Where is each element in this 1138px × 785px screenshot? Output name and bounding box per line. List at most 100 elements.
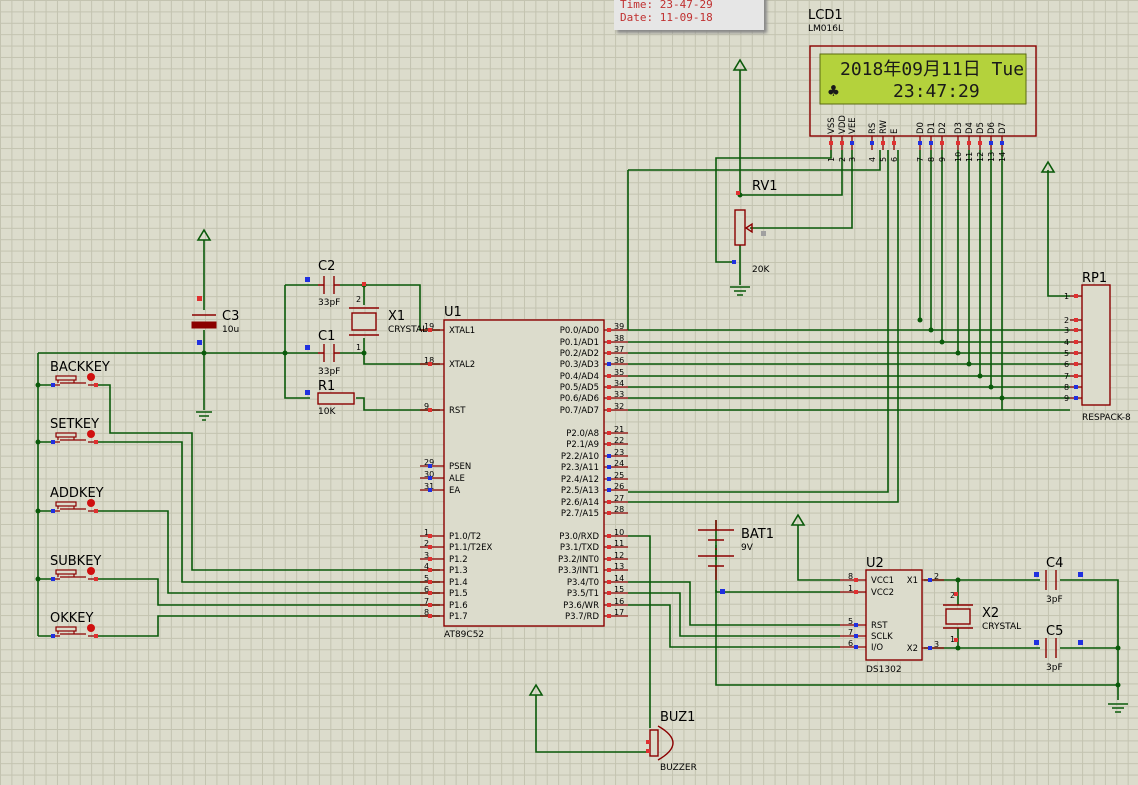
r1-resistor[interactable] xyxy=(305,390,355,405)
u1-pin-name: P3.0/RXD xyxy=(559,532,599,542)
bat1-value: 9V xyxy=(741,543,754,553)
u1-pin-name: XTAL1 xyxy=(449,326,475,336)
u1-pin-name: P3.6/WR xyxy=(563,601,599,611)
u1-pin-name: P1.4 xyxy=(449,578,468,588)
lcd-pin-number: 3 xyxy=(848,157,857,162)
lcd-pin-label: E xyxy=(890,129,900,134)
u1-pin-number: 28 xyxy=(614,505,624,514)
u2-pin-name: I/O xyxy=(871,643,883,653)
key-label: ADDKEY xyxy=(50,486,104,501)
simulation-time-popup: Time: 23-47-29 Date: 11-09-18 xyxy=(614,0,764,30)
u1-pin-number: 22 xyxy=(614,436,624,445)
lcd-line-2: ♣ 23:47:29 xyxy=(828,81,980,102)
lcd-pin-label: VEE xyxy=(848,117,858,134)
u2-pin-name: RST xyxy=(871,621,888,631)
rp1-pin-number: 5 xyxy=(1064,349,1069,358)
push-buttons[interactable]: BACKKEY SETKEY ADDKEY SUBKEY OKKEY xyxy=(50,360,110,638)
date-label: Date: xyxy=(620,11,654,24)
u1-pin-number: 29 xyxy=(424,458,434,467)
lcd-pin-label: D5 xyxy=(976,122,986,134)
svg-text:1: 1 xyxy=(356,343,361,352)
lcd-pin-label: VSS xyxy=(827,117,837,134)
u1-pin-name: P2.5/A13 xyxy=(561,486,599,496)
u1-pin-name: P1.5 xyxy=(449,589,468,599)
lcd1-ref: LCD1 xyxy=(808,8,843,23)
u1-pin-name: ALE xyxy=(449,474,465,484)
u1-pin-name: P2.4/A12 xyxy=(561,475,599,485)
lcd-pin-number: 8 xyxy=(927,157,936,162)
c3-ref: C3 xyxy=(222,309,239,324)
lcd-pin-number: 11 xyxy=(965,152,974,162)
key-okkey[interactable]: OKKEY xyxy=(50,611,98,638)
lcd1-component[interactable]: 2018年09月11日 Tue ♣ 23:47:29 VSS1VDD2VEE3R… xyxy=(809,45,1037,162)
c1-ref: C1 xyxy=(318,329,335,344)
u1-pin-name: P0.3/AD3 xyxy=(560,360,599,370)
u1-pin-name: P1.2 xyxy=(449,555,468,565)
x2-crystal[interactable]: 2 1 xyxy=(943,591,973,644)
u2-pin-number: 3 xyxy=(934,640,939,649)
u1-pin-number: 38 xyxy=(614,334,624,343)
u1-pin-number: 15 xyxy=(614,585,624,594)
u1-pin-number: 8 xyxy=(424,608,429,617)
lcd-pin-number: 6 xyxy=(890,157,899,162)
u1-pin-name: P0.5/AD5 xyxy=(560,383,599,393)
key-setkey[interactable]: SETKEY xyxy=(50,417,99,444)
x2-ref: X2 xyxy=(982,606,999,621)
u1-pin-number: 34 xyxy=(614,379,624,388)
key-addkey[interactable]: ADDKEY xyxy=(50,486,104,513)
rp1-pin-number: 4 xyxy=(1064,338,1069,347)
u1-pin-name: P2.2/A10 xyxy=(561,452,599,462)
lcd-pin-label: RS xyxy=(868,123,878,134)
u1-pin-number: 26 xyxy=(614,482,624,491)
lcd-pin-label: D3 xyxy=(954,122,964,134)
u1-pin-number: 31 xyxy=(424,482,434,491)
c1-capacitor[interactable] xyxy=(305,344,340,362)
u1-pin-number: 6 xyxy=(424,585,429,594)
u1-pin-name: P1.7 xyxy=(449,612,468,622)
time-value: 23-47-29 xyxy=(659,0,713,11)
u1-pin-number: 19 xyxy=(424,322,434,331)
c3-capacitor[interactable] xyxy=(191,296,217,345)
u1-pin-name: P2.0/A8 xyxy=(566,429,599,439)
c2-ref: C2 xyxy=(318,259,335,274)
rp1-pin-number: 1 xyxy=(1064,292,1069,301)
u1-pin-number: 35 xyxy=(614,368,624,377)
lcd1-model: LM016L xyxy=(808,24,843,34)
u1-pin-number: 37 xyxy=(614,345,624,354)
x1-value: CRYSTAL xyxy=(388,325,427,335)
bat1-battery[interactable] xyxy=(698,520,734,594)
key-backkey[interactable]: BACKKEY xyxy=(50,360,110,387)
key-label: SUBKEY xyxy=(50,554,101,569)
x1-crystal[interactable]: 2 1 xyxy=(349,295,379,352)
u1-pin-number: 7 xyxy=(424,597,429,606)
c2-value: 33pF xyxy=(318,298,340,308)
wires xyxy=(37,70,1119,753)
c5-capacitor[interactable] xyxy=(1034,638,1083,658)
rv1-potentiometer[interactable] xyxy=(732,191,766,264)
u1-pin-number: 14 xyxy=(614,574,624,583)
lcd-pin-number: 5 xyxy=(879,157,888,162)
lcd-pin-number: 1 xyxy=(827,157,836,162)
rp1-pin-number: 6 xyxy=(1064,360,1069,369)
u2-pin-name: VCC1 xyxy=(871,576,894,586)
u1-pin-number: 4 xyxy=(424,562,429,571)
buz1-buzzer[interactable] xyxy=(646,725,674,761)
u1-pin-name: P3.7/RD xyxy=(565,612,599,622)
u1-pin-name: RST xyxy=(449,406,466,416)
u1-ref: U1 xyxy=(444,305,462,320)
u2-pin-number: 2 xyxy=(934,572,939,581)
u1-pin-name: P0.6/AD6 xyxy=(560,394,599,404)
c4-capacitor[interactable] xyxy=(1034,570,1083,590)
u1-model: AT89C52 xyxy=(444,630,484,640)
u1-pin-name: P2.7/A15 xyxy=(561,509,599,519)
r1-value: 10K xyxy=(318,407,336,417)
u1-pin-name: P3.5/T1 xyxy=(567,589,599,599)
key-subkey[interactable]: SUBKEY xyxy=(50,554,101,581)
c2-capacitor[interactable] xyxy=(305,276,366,294)
rp1-pin-number: 7 xyxy=(1064,372,1069,381)
u1-pin-number: 5 xyxy=(424,574,429,583)
